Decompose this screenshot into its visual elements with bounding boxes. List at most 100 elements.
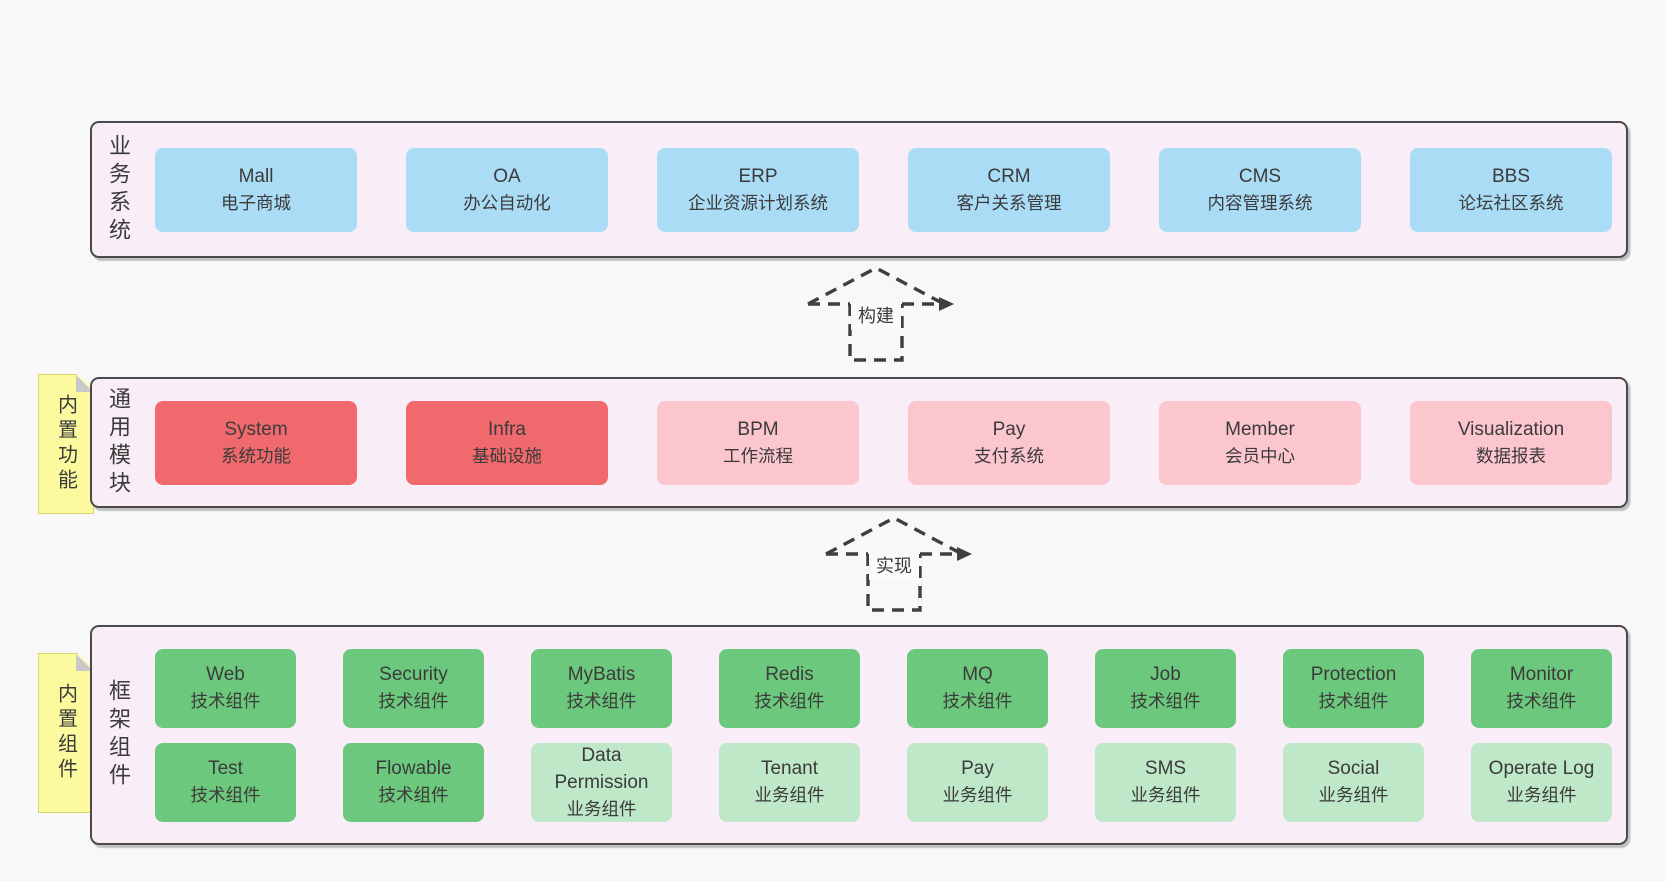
box-title: Operate Log <box>1488 758 1595 780</box>
box-title: Flowable <box>375 758 452 780</box>
box-subtitle: 技术组件 <box>1506 691 1577 712</box>
sticky-fold-icon <box>76 654 93 671</box>
box-title: Pay <box>992 418 1026 440</box>
box-subtitle: 内容管理系统 <box>1207 192 1313 213</box>
arrow-label-implement: 实现 <box>869 553 919 581</box>
box-sms: SMS 业务组件 <box>1095 742 1236 822</box>
box-subtitle: 办公自动化 <box>463 192 551 213</box>
box-erp: ERP 企业资源计划系统 <box>657 147 859 232</box>
box-subtitle: 支付系统 <box>974 445 1044 466</box>
box-title: CMS <box>1238 165 1282 187</box>
box-subtitle: 会员中心 <box>1225 445 1295 466</box>
common-modules-boxes: System 系统功能 Infra 基础设施 BPM 工作流程 Pay 支付系统 Member 会… <box>155 379 1626 506</box>
box-monitor: Monitor 技术组件 <box>1471 648 1612 728</box>
box-title: BPM <box>737 418 779 440</box>
box-data-permission: Data Permission 业务组件 <box>531 742 672 822</box>
box-title: MQ <box>962 664 993 686</box>
box-oa: OA 办公自动化 <box>406 147 608 232</box>
sticky-note-built-in-features: 内置功能 <box>38 374 94 514</box>
box-mall: Mall 电子商城 <box>155 147 357 232</box>
box-title: Test <box>208 758 243 780</box>
business-systems-boxes: Mall 电子商城 OA 办公自动化 ERP 企业资源计划系统 CRM 客户关系管理 CMS 内容… <box>155 123 1626 256</box>
section-common-modules: 通用模块 System 系统功能 Infra 基础设施 BPM 工作流程 Pay 支付系统 Me… <box>90 377 1628 508</box>
box-subtitle: 企业资源计划系统 <box>688 192 828 213</box>
box-title: MyBatis <box>567 664 636 686</box>
sticky-note-label: 内置组件 <box>54 683 77 783</box>
section-label-business-systems: 业务系统 <box>106 133 131 246</box>
sticky-note-built-in-components: 内置组件 <box>38 653 94 813</box>
box-subtitle: 技术组件 <box>1318 691 1389 712</box>
box-title: Protection <box>1310 664 1397 686</box>
box-title: System <box>224 418 288 440</box>
box-subtitle: 技术组件 <box>378 691 449 712</box>
box-title: Tenant <box>760 758 819 780</box>
box-title: Security <box>379 664 448 686</box>
box-subtitle: 技术组件 <box>942 691 1013 712</box>
box-subtitle: 论坛社区系统 <box>1458 192 1564 213</box>
box-title: Redis <box>765 664 814 686</box>
up-arrow-implement-icon <box>825 516 972 612</box>
box-protection: Protection 技术组件 <box>1283 648 1424 728</box>
box-mq: MQ 技术组件 <box>907 648 1048 728</box>
box-title: Member <box>1225 418 1295 440</box>
box-subtitle: 技术组件 <box>566 691 637 712</box>
box-title: Mall <box>238 165 274 187</box>
box-title: Data Permission <box>554 744 649 793</box>
box-subtitle: 技术组件 <box>190 691 261 712</box>
box-subtitle: 电子商城 <box>221 192 291 213</box>
box-cms: CMS 内容管理系统 <box>1159 147 1361 232</box>
box-bbs: BBS 论坛社区系统 <box>1410 147 1612 232</box>
up-arrow-build-icon <box>807 266 954 362</box>
box-row: Mall 电子商城 OA 办公自动化 ERP 企业资源计划系统 CRM 客户关系管理 CMS 内容… <box>155 147 1626 232</box>
box-title: CRM <box>987 165 1031 187</box>
section-business-systems: 业务系统 Mall 电子商城 OA 办公自动化 ERP 企业资源计划系统 CRM 客户关系管理… <box>90 121 1628 258</box>
box-title: SMS <box>1144 758 1187 780</box>
box-infra: Infra 基础设施 <box>406 400 608 485</box>
box-title: Visualization <box>1457 418 1565 440</box>
box-subtitle: 基础设施 <box>472 445 542 466</box>
box-title: ERP <box>738 165 778 187</box>
box-redis: Redis 技术组件 <box>719 648 860 728</box>
box-title: Job <box>1150 664 1181 686</box>
box-test: Test 技术组件 <box>155 742 296 822</box>
box-bpm: BPM 工作流程 <box>657 400 859 485</box>
box-flowable: Flowable 技术组件 <box>343 742 484 822</box>
box-pay: Pay 支付系统 <box>908 400 1110 485</box>
box-title: BBS <box>1491 165 1531 187</box>
box-title: OA <box>493 165 521 187</box>
section-label-common-modules: 通用模块 <box>106 386 131 499</box>
box-subtitle: 技术组件 <box>378 785 449 806</box>
box-row: System 系统功能 Infra 基础设施 BPM 工作流程 Pay 支付系统 Member 会… <box>155 400 1626 485</box>
box-subtitle: 技术组件 <box>754 691 825 712</box>
box-subtitle: 业务组件 <box>1506 785 1577 806</box>
box-subtitle: 业务组件 <box>1130 785 1201 806</box>
box-title: Monitor <box>1509 664 1574 686</box>
box-title: Pay <box>961 758 994 780</box>
box-security: Security 技术组件 <box>343 648 484 728</box>
box-member: Member 会员中心 <box>1159 400 1361 485</box>
box-subtitle: 数据报表 <box>1476 445 1546 466</box>
section-label-framework-components: 框架组件 <box>106 679 131 791</box>
sticky-note-label: 内置功能 <box>54 394 77 494</box>
box-subtitle: 客户关系管理 <box>956 192 1062 213</box>
box-operate-log: Operate Log 业务组件 <box>1471 742 1612 822</box>
box-mybatis: MyBatis 技术组件 <box>531 648 672 728</box>
arrow-label-build: 构建 <box>851 303 901 331</box>
box-title: Infra <box>487 418 527 440</box>
box-subtitle: 技术组件 <box>190 785 261 806</box>
box-subtitle: 工作流程 <box>723 445 793 466</box>
box-subtitle: 业务组件 <box>566 798 637 819</box>
box-subtitle: 业务组件 <box>942 785 1013 806</box>
box-subtitle: 系统功能 <box>221 445 291 466</box>
box-tenant: Tenant 业务组件 <box>719 742 860 822</box>
box-subtitle: 业务组件 <box>754 785 825 806</box>
box-subtitle: 业务组件 <box>1318 785 1389 806</box>
box-visualization: Visualization 数据报表 <box>1410 400 1612 485</box>
